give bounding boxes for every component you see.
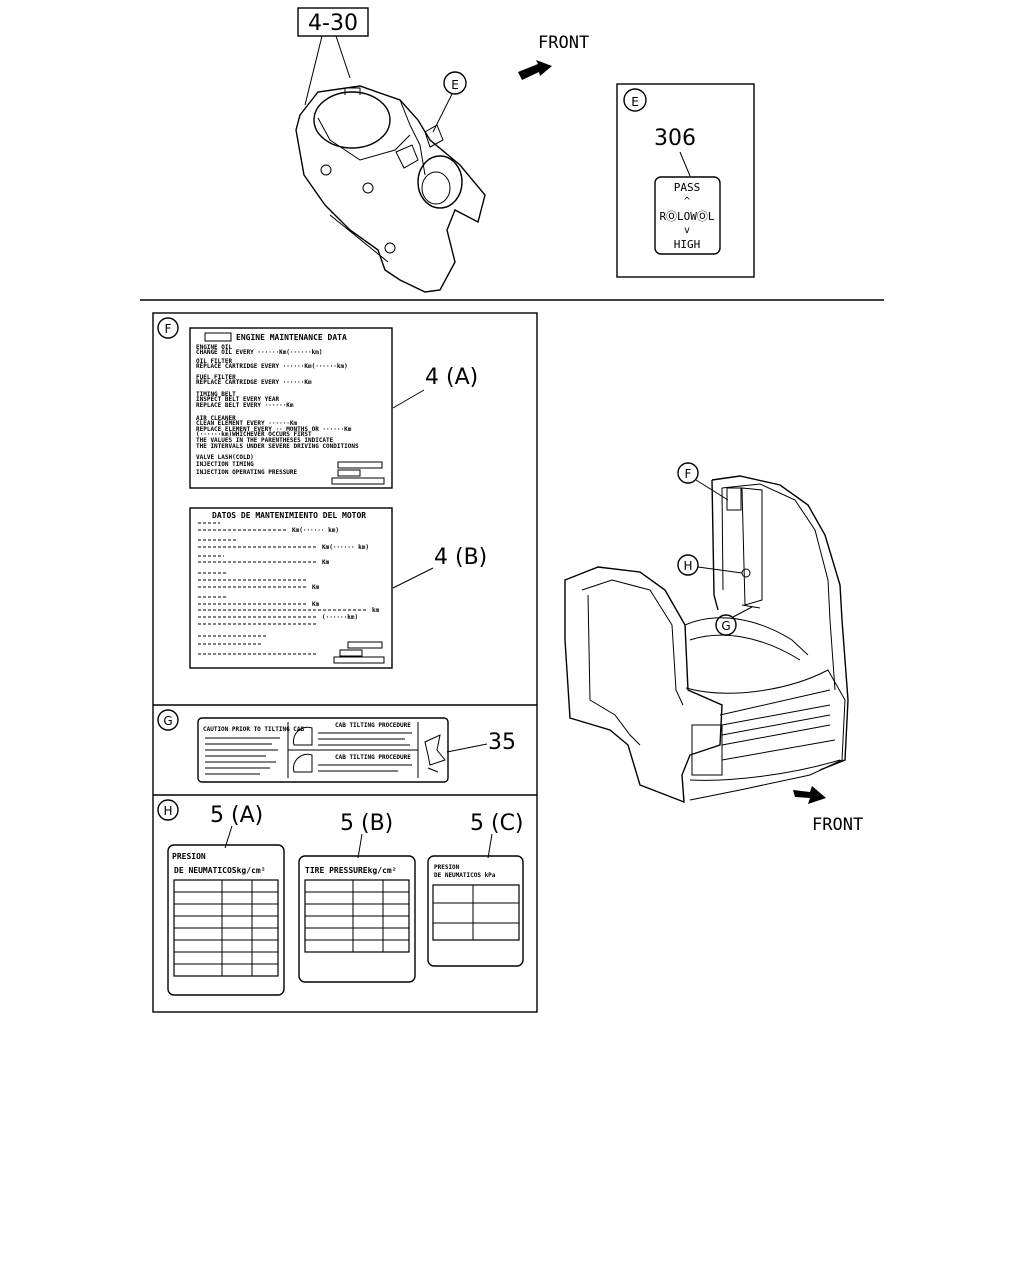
label-5c: PRESION DE NEUMATICOS kPa	[427, 855, 524, 967]
tire-table-5a	[173, 879, 279, 977]
truck-cab-drawing	[564, 475, 849, 804]
svg-text:HIGH: HIGH	[674, 238, 701, 251]
label-line: VALVE LASH(COLD)	[196, 454, 254, 461]
ref-box-label: 4-30	[308, 11, 358, 36]
front-arrow-icon	[793, 786, 826, 804]
label-line: AIR CLEANER	[196, 415, 236, 422]
leader-line	[432, 93, 453, 133]
label-line: REPLACE CARTRIDGE EVERY ······Km	[196, 379, 312, 386]
part-number-35[interactable]: 35	[488, 730, 516, 755]
leader-line	[335, 35, 351, 79]
column-switch-drawing	[295, 85, 486, 293]
front-label-top: FRONT	[538, 33, 589, 53]
svg-text:E: E	[631, 95, 639, 109]
front-label-cab: FRONT	[812, 815, 863, 835]
front-arrow-icon	[518, 60, 552, 80]
svg-text:PASS: PASS	[674, 181, 701, 194]
leader-line	[304, 35, 323, 106]
svg-text:DE NEUMATICOSkg/cm²: DE NEUMATICOSkg/cm²	[174, 866, 266, 875]
label-4b: DATOS DE MANTENIMIENTO DEL MOTOR Km(····…	[189, 507, 393, 669]
switch-label	[654, 176, 721, 255]
callout-f-panel[interactable]: F	[157, 317, 179, 339]
label-unit: Km(······ km)	[292, 527, 339, 534]
table-frame	[432, 884, 520, 941]
label-line: INJECTION TIMING	[196, 461, 254, 468]
svg-text:TIRE PRESSUREkg/cm²: TIRE PRESSUREkg/cm²	[305, 866, 397, 875]
label-line: CLEAN ELEMENT EVERY ······Km	[196, 420, 298, 427]
part-number-4b[interactable]: 4 (B)	[434, 545, 487, 570]
callout-e-top[interactable]: E	[443, 71, 467, 95]
tire-table-5c	[432, 884, 520, 941]
label-line: (······km)WHICHEVER OCCURS FIRST	[196, 431, 312, 438]
label-line: TIMING BELT	[196, 391, 236, 398]
label-unit: (······km)	[322, 614, 358, 621]
label-unit: Km	[312, 601, 320, 608]
callout-h-panel[interactable]: H	[157, 799, 179, 821]
label-5a: PRESION DE NEUMATICOSkg/cm²	[167, 844, 285, 996]
svg-text:DE NEUMATICOS kPa: DE NEUMATICOS kPa	[434, 872, 496, 879]
label-line: CHANGE OIL EVERY ······Km(······km)	[196, 349, 322, 356]
label-line: REPLACE CARTRIDGE EVERY ······Km(······k…	[196, 363, 348, 370]
label-unit: km	[372, 607, 380, 614]
detail-e-box: E 306 PASS ^ RⓄLOWⓄL v HIGH	[616, 83, 755, 278]
label-line: ENGINE OIL	[196, 344, 233, 351]
label-line: INJECTION OPERATING PRESSURE	[196, 469, 298, 476]
callout-e-detail[interactable]: E	[623, 88, 647, 112]
svg-text:G: G	[163, 714, 172, 728]
svg-text:H: H	[163, 804, 172, 818]
svg-text:PRESION: PRESION	[434, 864, 460, 871]
label-line: OIL FILTER	[196, 358, 233, 365]
label-line: THE VALUES IN THE PARENTHESES INDICATE	[196, 437, 334, 444]
label-line: INSPECT BELT EVERY YEAR	[196, 396, 279, 403]
labels-panel	[152, 312, 538, 1013]
label-line: REPLACE BELT EVERY ······Km	[196, 402, 294, 409]
svg-text:ENGINE MAINTENANCE DATA: ENGINE MAINTENANCE DATA	[236, 333, 347, 342]
part-number-5b[interactable]: 5 (B)	[340, 811, 393, 836]
svg-text:F: F	[685, 467, 692, 481]
label-unit: Km	[312, 584, 320, 591]
svg-text:H: H	[683, 559, 692, 573]
callout-f-cab[interactable]: F	[677, 462, 699, 484]
callout-h-cab[interactable]: H	[677, 554, 699, 576]
label-35: CAUTION PRIOR TO TILTING CAB CAB TILTING…	[197, 717, 449, 783]
part-number-5a[interactable]: 5 (A)	[210, 803, 263, 828]
label-4b-lines: Km(······ km)Km(······ km)KmKmKmkm(·····…	[198, 522, 380, 655]
callout-g-cab[interactable]: G	[715, 614, 737, 636]
svg-text:E: E	[451, 78, 459, 92]
label-line: FUEL FILTER	[196, 374, 236, 381]
svg-text:^: ^	[684, 196, 690, 207]
svg-text:CAB TILTING PROCEDURE: CAB TILTING PROCEDURE	[335, 754, 411, 761]
svg-text:RⓄLOWⓄL: RⓄLOWⓄL	[659, 210, 714, 223]
part-number-306[interactable]: 306	[654, 126, 696, 151]
part-number-5c[interactable]: 5 (C)	[470, 811, 524, 836]
label-line: THE INTERVALS UNDER SEVERE DRIVING CONDI…	[196, 443, 359, 450]
svg-text:CAB TILTING PROCEDURE: CAB TILTING PROCEDURE	[335, 722, 411, 729]
label-4a: ENGINE MAINTENANCE DATA ENGINE OILCHANGE…	[189, 327, 393, 489]
svg-text:F: F	[165, 322, 172, 336]
part-number-4a[interactable]: 4 (A)	[425, 365, 478, 390]
tire-table-5b	[304, 879, 410, 953]
svg-text:PRESION: PRESION	[172, 852, 206, 861]
label-unit: Km(······ km)	[322, 544, 369, 551]
label-line: REPLACE ELEMENT EVERY ·· MONTHS OR ·····…	[196, 426, 352, 433]
svg-text:CAUTION PRIOR TO TILTING CAB: CAUTION PRIOR TO TILTING CAB	[203, 726, 305, 733]
callout-g-panel[interactable]: G	[157, 709, 179, 731]
label-unit: Km	[322, 559, 330, 566]
svg-text:DATOS DE MANTENIMIENTO DEL MOT: DATOS DE MANTENIMIENTO DEL MOTOR	[212, 511, 366, 520]
svg-text:G: G	[721, 619, 730, 633]
svg-text:v: v	[684, 225, 690, 236]
ref-box-4-30[interactable]: 4-30	[297, 7, 369, 37]
label-5b: TIRE PRESSUREkg/cm²	[298, 855, 416, 983]
